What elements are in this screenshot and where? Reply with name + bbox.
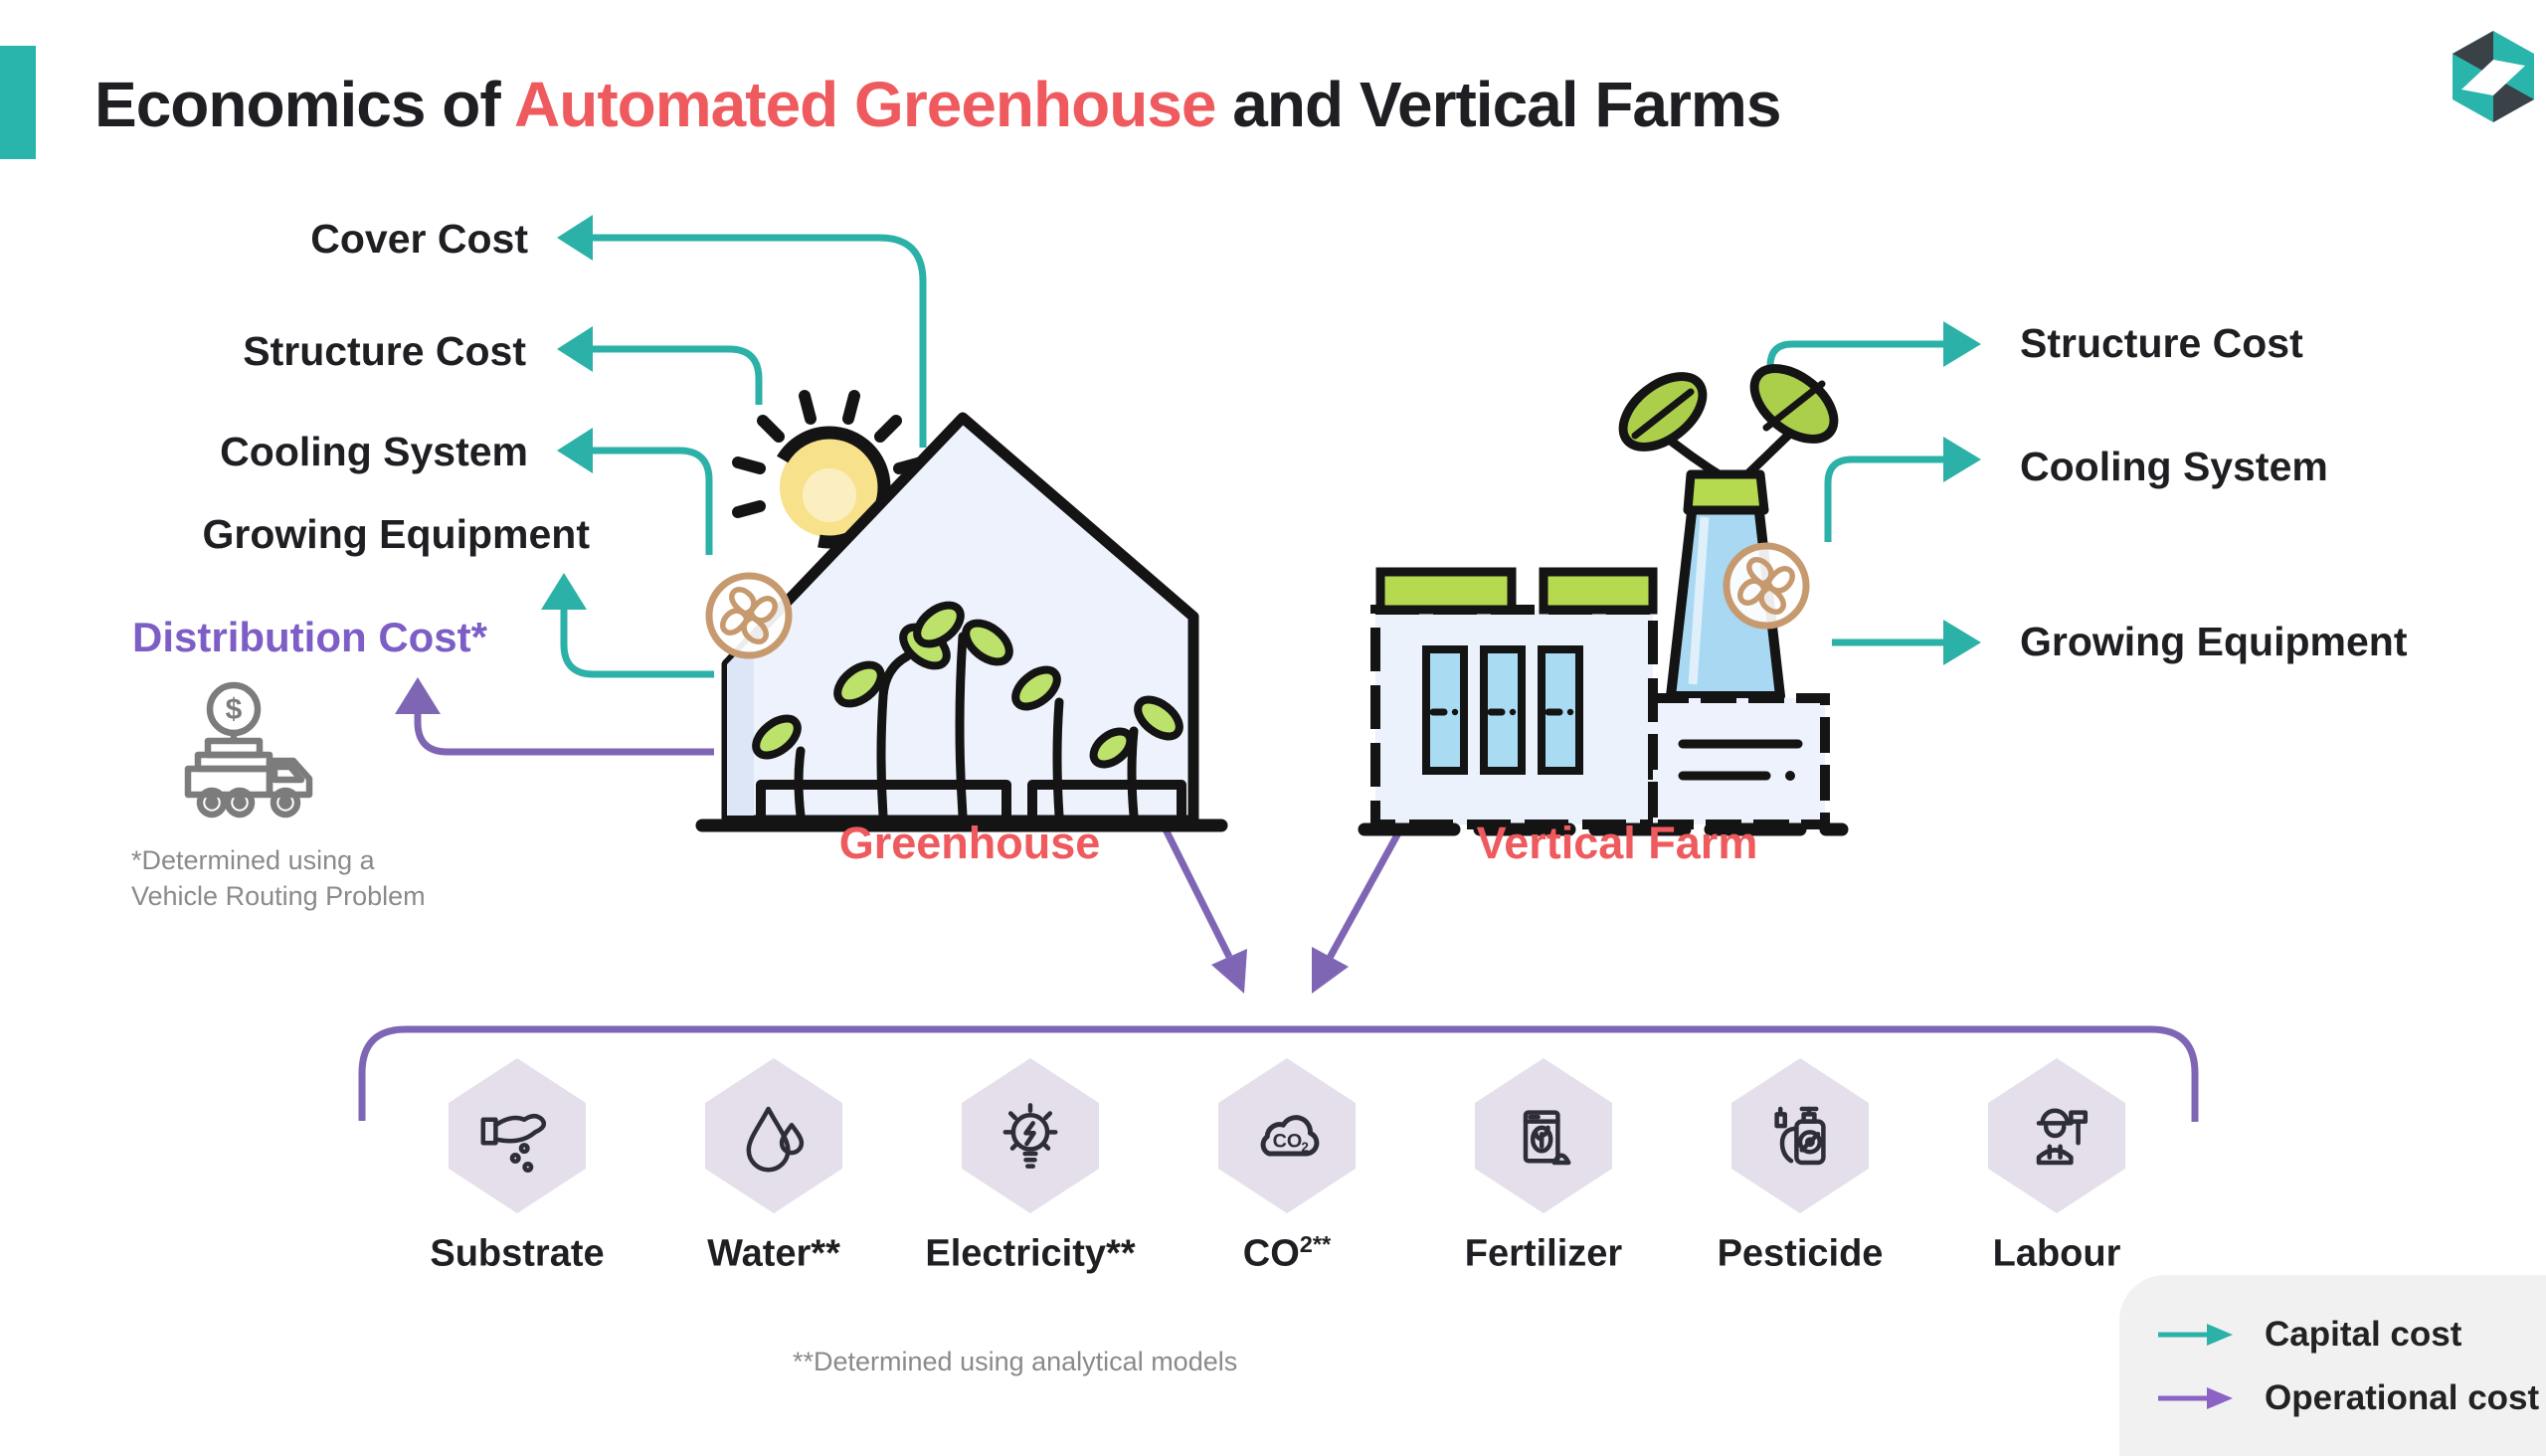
title-suffix: and Vertical Farms [1215, 69, 1781, 140]
legend-operational-label: Operational cost [2265, 1378, 2540, 1417]
growing-equipment-arrow-right [1832, 620, 1981, 665]
vertical-farm-illustration [1358, 364, 1849, 836]
label-cooling-system-right: Cooling System [2020, 444, 2328, 489]
hexagon-tile [705, 1058, 842, 1213]
input-label: CO2** [1242, 1231, 1332, 1275]
verticalfarm-to-inputs-arrow [1312, 827, 1404, 994]
svg-text:CO: CO [1273, 1131, 1303, 1153]
vf-windows [1422, 645, 1583, 775]
sun-icon [732, 390, 927, 549]
label-cover-cost: Cover Cost [310, 216, 528, 262]
page-title: Economics of Automated Greenhouse and Ve… [94, 68, 1781, 141]
legend-capital-label: Capital cost [2265, 1315, 2462, 1354]
title-prefix: Economics of [94, 69, 515, 140]
fan-icon [705, 572, 793, 659]
hexagon-tile [449, 1058, 586, 1213]
input-label: Electricity** [925, 1232, 1136, 1275]
structure-cost-arrow-left [557, 326, 763, 405]
input-item-water: Water** [664, 1056, 883, 1276]
input-item-co2: CO 2 CO2** [1178, 1056, 1396, 1276]
vf-main-building [1370, 567, 1658, 829]
label-cooling-system-left: Cooling System [220, 429, 528, 474]
input-label: Labour [1992, 1232, 2121, 1275]
label-growing-equipment-right: Growing Equipment [2020, 619, 2408, 664]
worker-icon [2036, 1108, 2089, 1166]
cooling-system-arrow-right [1824, 437, 1981, 542]
title-accent-bar [0, 46, 36, 159]
input-label: Fertilizer [1464, 1232, 1623, 1275]
footnote-analytical: **Determined using analytical models [793, 1347, 1238, 1376]
cover-cost-arrow [557, 215, 927, 448]
delivery-truck-icon: $ [184, 681, 313, 819]
greenhouse-house [721, 412, 1199, 826]
greenhouse-to-inputs-arrow [1162, 827, 1247, 994]
title-highlight: Automated Greenhouse [514, 69, 1216, 140]
legend-box: Capital cost Operational cost [2119, 1275, 2546, 1456]
input-label: Water** [707, 1232, 840, 1275]
operational-cost-arrow-icon [2158, 1387, 2233, 1409]
footnote-vehicle-routing: *Determined using a Vehicle Routing Prob… [131, 845, 426, 911]
input-item-pesticide: Pesticide [1691, 1056, 1910, 1276]
structure-cost-arrow-right [1766, 321, 1981, 378]
vf-annex [1648, 693, 1830, 829]
fan-icon [1723, 542, 1810, 630]
greenhouse-illustration [695, 390, 1228, 832]
svg-text:2: 2 [1301, 1140, 1309, 1155]
label-growing-equipment-left: Growing Equipment [202, 511, 590, 557]
fertilizer-bag-icon [1523, 1110, 1571, 1166]
vertical-farm-caption: Vertical Farm [1476, 818, 1758, 868]
light-bulb-icon [1002, 1103, 1058, 1169]
greenhouse-caption: Greenhouse [838, 818, 1101, 868]
capital-cost-arrow-icon [2158, 1324, 2233, 1346]
label-structure-cost-left: Structure Cost [243, 328, 526, 374]
hexagon-tile [1218, 1058, 1356, 1213]
legend-capital-row: Capital cost [2155, 1315, 2546, 1355]
input-label: Substrate [430, 1232, 605, 1275]
svg-text:$: $ [226, 693, 243, 726]
input-item-labour: Labour [1947, 1056, 2166, 1276]
greenhouse-plants [752, 601, 1183, 820]
distribution-cost-arrow [395, 677, 714, 756]
co2-cloud-icon: CO 2 [1260, 1115, 1320, 1157]
pesticide-sprayer-icon [1774, 1106, 1826, 1166]
greenhouse-beds [756, 780, 1186, 820]
water-drop-icon [746, 1106, 805, 1173]
label-structure-cost-right: Structure Cost [2020, 320, 2303, 366]
brand-logo-icon [2453, 31, 2534, 122]
input-item-fertilizer: Fertilizer [1434, 1056, 1653, 1276]
vf-chimney [1666, 469, 1785, 701]
label-distribution-cost: Distribution Cost* [132, 614, 487, 660]
legend-operational-row: Operational cost [2155, 1378, 2546, 1418]
hand-seeds-icon [480, 1113, 547, 1173]
vf-leaves [1618, 364, 1839, 484]
input-item-electricity: Electricity** [921, 1056, 1140, 1276]
input-label: Pesticide [1717, 1232, 1884, 1275]
growing-equipment-arrow-left [541, 573, 714, 678]
input-item-substrate: Substrate [408, 1056, 627, 1276]
